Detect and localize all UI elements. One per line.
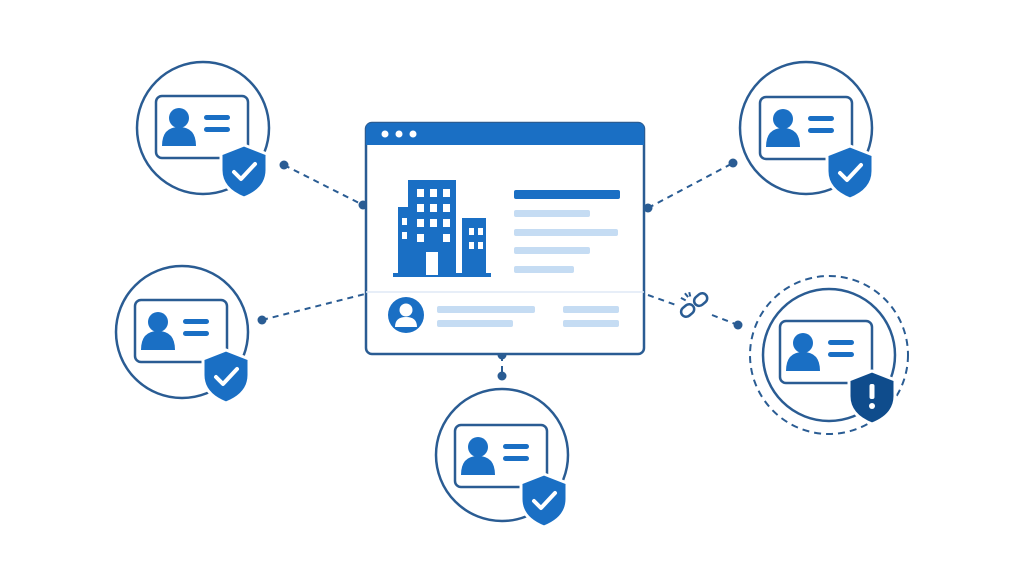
- broken-link-icon: [679, 291, 709, 319]
- hub-window: [364, 121, 646, 356]
- user-avatar-icon: [388, 297, 424, 333]
- identity-node-bottom: [434, 387, 570, 529]
- hub-text-lines: [514, 190, 620, 273]
- shield-check-icon: [519, 472, 569, 529]
- connector-top-left: [283, 164, 364, 206]
- id-card-icon: [778, 319, 874, 385]
- connector-mid-right-a: [647, 294, 677, 306]
- hub-user-lines: [437, 306, 619, 327]
- shield-check-icon: [201, 348, 251, 405]
- hub-titlebar: [366, 123, 644, 145]
- building-icon: [393, 180, 491, 277]
- connector-mid-left: [261, 293, 366, 321]
- id-card-icon: [133, 298, 229, 364]
- shield-check-icon: [825, 144, 875, 201]
- window-controls: [381, 130, 417, 138]
- identity-node-mid-left: [114, 264, 251, 405]
- connector-top-right: [647, 162, 734, 209]
- identity-node-top-right: [738, 60, 875, 201]
- identity-node-mid-right: [749, 275, 909, 435]
- identity-node-top-left: [135, 60, 271, 200]
- connector-mid-right-b: [711, 314, 739, 326]
